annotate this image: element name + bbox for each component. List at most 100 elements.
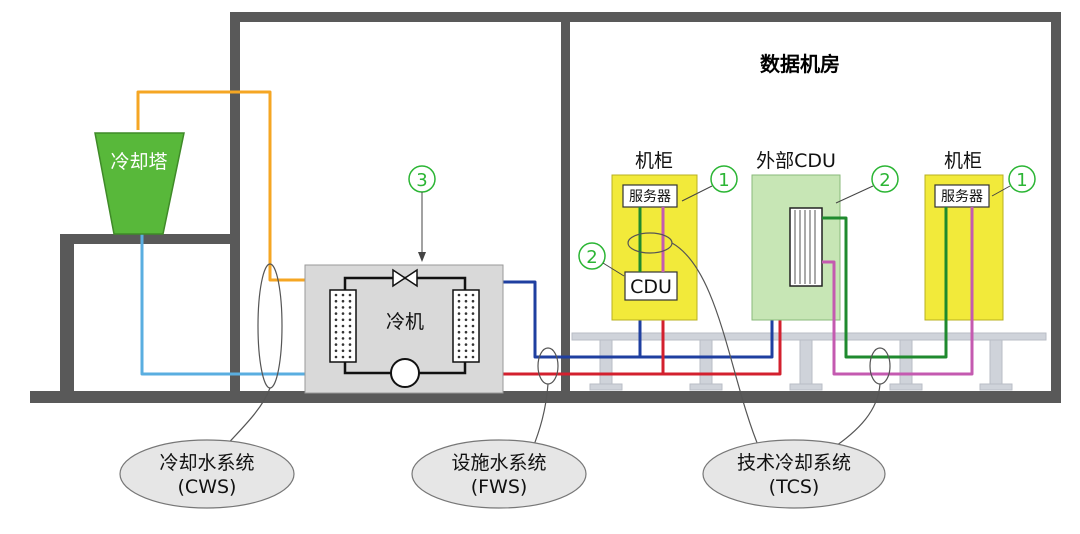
callout-tcs: 技术冷却系统 (TCS) <box>702 439 886 509</box>
coil-dot <box>334 293 338 297</box>
coil-dot <box>464 337 468 340</box>
tcs-name: 技术冷却系统 <box>737 452 851 474</box>
coil-dot <box>341 318 345 322</box>
compressor-icon <box>390 358 420 388</box>
rack-right: 机柜 服务器 <box>924 150 1004 321</box>
coil-dot <box>464 343 468 346</box>
fws-code: (FWS) <box>471 476 528 498</box>
tcs-pipes <box>822 207 974 376</box>
coil-dot <box>341 343 345 346</box>
coil-dot <box>457 324 461 328</box>
coil-dot <box>457 293 461 297</box>
cws-supply-pipe <box>136 90 340 282</box>
coil-dot <box>348 343 352 346</box>
coil-dot <box>471 355 475 359</box>
coil-dot <box>471 349 475 353</box>
svg-text:3: 3 <box>416 170 427 191</box>
cooling-tower-label: 冷却塔 <box>110 151 167 173</box>
coil-dot <box>334 324 338 328</box>
external-cdu-label: 外部CDU <box>756 150 836 172</box>
raised-floor <box>571 332 1047 391</box>
coil-dot <box>471 337 475 340</box>
coil-dot <box>341 306 345 309</box>
coil-dot <box>457 299 461 303</box>
coil-dot <box>341 324 345 328</box>
coil-dot <box>341 299 345 303</box>
coil-dot <box>334 312 338 315</box>
coil-dot <box>464 324 468 328</box>
coil-dot <box>334 349 338 353</box>
external-cdu: 外部CDU <box>751 150 841 321</box>
coil-dot <box>334 337 338 340</box>
coil-dot <box>464 299 468 303</box>
building-structure <box>30 12 1061 403</box>
badge-external-cdu: 2 <box>871 165 899 193</box>
coil-dot <box>464 318 468 322</box>
tcs-return-pipe <box>822 207 974 376</box>
coil-dot <box>341 349 345 353</box>
rack-right-server-label: 服务器 <box>941 189 983 205</box>
coil-dot <box>348 355 352 359</box>
coil-dot <box>464 355 468 359</box>
coil-dot <box>348 349 352 353</box>
callout-fws: 设施水系统 (FWS) <box>411 439 587 509</box>
badge-rack-right-server: 1 <box>1008 165 1036 193</box>
tcs-supply-pipe <box>822 207 948 359</box>
coil-dot <box>464 349 468 353</box>
coil-dot <box>348 330 352 334</box>
callout-cws: 冷却水系统 (CWS) <box>119 439 295 509</box>
coil-dot <box>334 330 338 334</box>
svg-text:2: 2 <box>586 247 597 268</box>
rack-right-label: 机柜 <box>944 150 982 172</box>
cooling-tower: 冷却塔 <box>94 132 185 235</box>
coil-dot <box>471 324 475 328</box>
coil-dot <box>457 330 461 334</box>
coil-dot <box>341 330 345 334</box>
coil-dot <box>341 337 345 340</box>
svg-text:1: 1 <box>718 170 729 191</box>
coil-dot <box>334 318 338 322</box>
coil-dot <box>471 343 475 346</box>
coil-dot <box>348 293 352 297</box>
rack-left-server-label: 服务器 <box>629 189 671 205</box>
coil-dot <box>471 330 475 334</box>
coil-dot <box>334 355 338 359</box>
coil-dot <box>341 355 345 359</box>
coil-dot <box>334 343 338 346</box>
rack-left-label: 机柜 <box>635 150 673 172</box>
coil-dot <box>471 299 475 303</box>
coil-dot <box>464 330 468 334</box>
cws-return-pipe <box>140 232 335 376</box>
coil-dot <box>348 306 352 309</box>
coil-dot <box>464 306 468 309</box>
coil-dot <box>471 306 475 309</box>
svg-text:1: 1 <box>1016 170 1027 191</box>
tcs-code: (TCS) <box>769 476 820 498</box>
coil-dot <box>341 312 345 315</box>
chiller: 冷机 <box>304 264 504 394</box>
chiller-label: 冷机 <box>386 311 424 333</box>
coil-dot <box>471 318 475 322</box>
coil-dot <box>471 312 475 315</box>
coil-dot <box>348 312 352 315</box>
rack-left: 机柜 服务器 CDU <box>611 150 698 321</box>
cws-pipes <box>136 90 340 376</box>
coil-dot <box>457 349 461 353</box>
coil-dot <box>348 337 352 340</box>
coil-dot <box>457 337 461 340</box>
room-title: 数据机房 <box>760 52 840 76</box>
coil-dot <box>457 343 461 346</box>
cws-name: 冷却水系统 <box>159 452 254 474</box>
coil-dot <box>457 306 461 309</box>
badge-rack-left-cdu: 2 <box>578 242 606 270</box>
coil-dots <box>334 293 475 359</box>
rack-left-cdu-label: CDU <box>630 276 672 298</box>
coil-dot <box>334 299 338 303</box>
badge-chiller: 3 <box>408 165 436 193</box>
coil-dot <box>464 312 468 315</box>
coil-dot <box>457 318 461 322</box>
svg-text:2: 2 <box>879 170 890 191</box>
expansion-valve-icon <box>392 268 407 288</box>
coil-dot <box>348 299 352 303</box>
